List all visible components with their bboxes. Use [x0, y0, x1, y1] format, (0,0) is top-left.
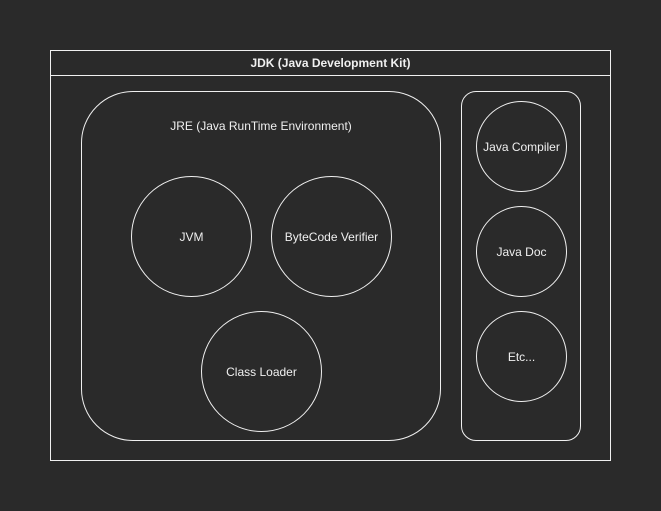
jdk-title: JDK (Java Development Kit) — [51, 51, 610, 76]
jvm-node: JVM — [131, 176, 252, 297]
etc-node: Etc... — [476, 311, 567, 402]
tools-container: Java Compiler Java Doc Etc... — [461, 91, 581, 441]
java-compiler-label: Java Compiler — [483, 139, 560, 154]
jre-title: JRE (Java RunTime Environment) — [170, 119, 352, 133]
java-compiler-node: Java Compiler — [476, 101, 567, 192]
bytecode-verifier-label: ByteCode Verifier — [284, 229, 379, 244]
jvm-label: JVM — [179, 229, 204, 244]
bytecode-verifier-node: ByteCode Verifier — [271, 176, 392, 297]
jdk-container: JDK (Java Development Kit) JRE (Java Run… — [50, 50, 611, 461]
jre-container: JRE (Java RunTime Environment) JVM ByteC… — [81, 91, 441, 441]
class-loader-node: Class Loader — [201, 311, 322, 432]
class-loader-label: Class Loader — [226, 364, 297, 379]
java-doc-label: Java Doc — [496, 244, 547, 259]
java-doc-node: Java Doc — [476, 206, 567, 297]
etc-label: Etc... — [507, 349, 536, 364]
